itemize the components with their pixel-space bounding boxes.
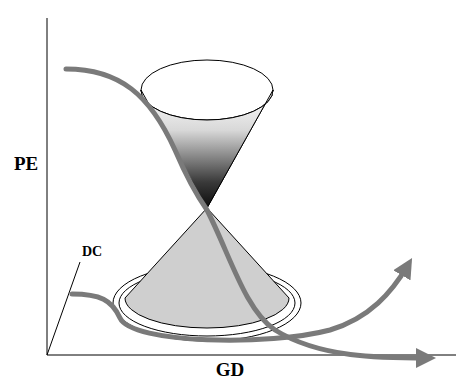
axis-label: PE bbox=[14, 154, 38, 173]
axis-label: GD bbox=[216, 360, 245, 379]
lower-cone bbox=[125, 208, 289, 328]
reaction-paths bbox=[66, 69, 428, 358]
upper-cone bbox=[141, 60, 273, 208]
axis-label: DC bbox=[82, 245, 102, 259]
